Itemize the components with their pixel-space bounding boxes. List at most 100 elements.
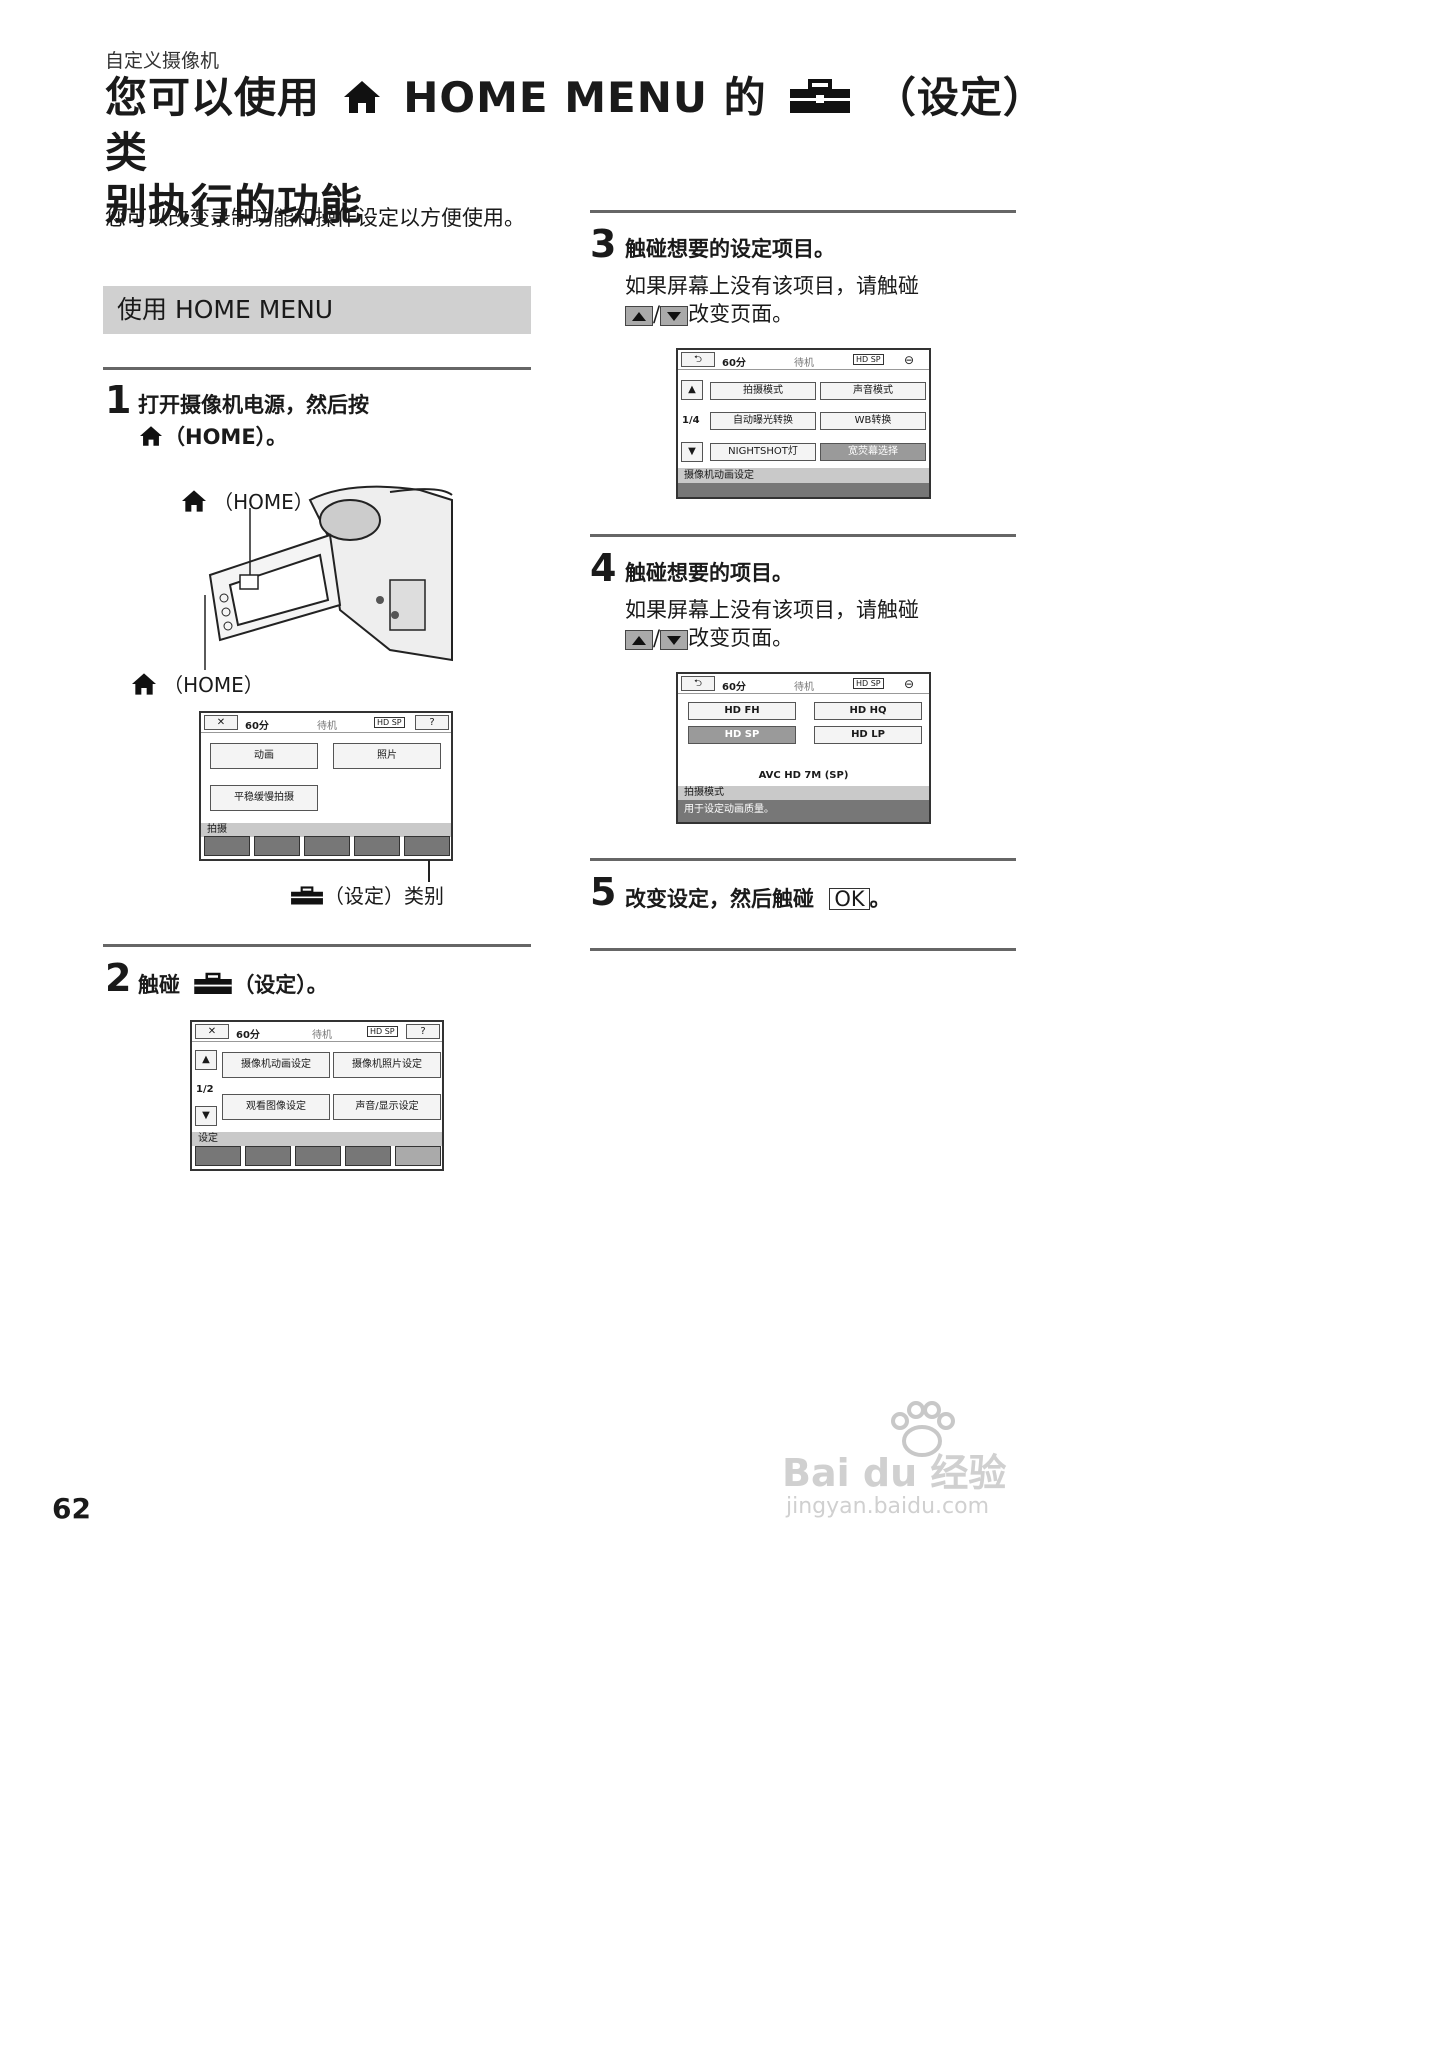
audio-mode-button[interactable]: 声音模式 [820, 382, 926, 400]
camera-movie-settings-button[interactable]: 摄像机动画设定 [222, 1052, 330, 1078]
step3-number: 3 [590, 222, 617, 266]
description-bar: 用于设定动画质量。 [678, 800, 929, 822]
tab-shoot[interactable] [204, 836, 250, 856]
step2-number: 2 [105, 956, 132, 1000]
step3-sub2: /改变页面。 [625, 300, 793, 328]
tab-manage[interactable] [345, 1146, 391, 1166]
step4-text: 触碰想要的项目。 [625, 561, 793, 585]
page-indicator: 1/4 [682, 415, 700, 426]
ae-shift-button[interactable]: 自动曝光转换 [710, 412, 816, 430]
page-up-button[interactable]: ▲ [681, 380, 703, 400]
smooth-slow-button[interactable]: 平稳缓慢拍摄 [210, 785, 318, 811]
category-bar: 拍摄模式 [678, 786, 929, 800]
watermark: Bai du 经验 jingyan.baidu.com [782, 1396, 1042, 1526]
wb-shift-button[interactable]: WB转换 [820, 412, 926, 430]
status-text: 待机 [794, 358, 814, 369]
page-number: 62 [52, 1492, 91, 1525]
title-part1: 您可以使用 [105, 73, 321, 122]
disc-icon: ⊖ [904, 353, 915, 367]
hd-sp-badge: HD SP [853, 354, 884, 365]
hd-fh-button[interactable]: HD FH [688, 702, 796, 720]
status-text: 待机 [317, 721, 337, 732]
step3-text: 触碰想要的设定项目。 [625, 237, 835, 261]
battery-indicator: 60分 [722, 358, 746, 369]
category-bar: 摄像机动画设定 [678, 468, 929, 483]
disc-icon: ⊖ [904, 677, 915, 691]
hd-sp-badge: HD SP [853, 678, 884, 689]
nightshot-light-button[interactable]: NIGHTSHOT灯 [710, 443, 816, 461]
step5-text: 改变设定，然后触碰 OK。 [625, 887, 891, 911]
step1-number: 1 [105, 378, 132, 422]
wide-select-button[interactable]: 宽荧幕选择 [820, 443, 926, 461]
tab-view[interactable] [245, 1146, 291, 1166]
back-button[interactable]: ⮌ [681, 352, 715, 367]
sound-display-settings-button[interactable]: 声音/显示设定 [333, 1094, 441, 1120]
toolbox-icon [194, 972, 233, 994]
tab-settings[interactable] [395, 1146, 441, 1166]
step2-text: 触碰 （设定）。 [138, 972, 328, 997]
lcd-rec-mode: ⮌ 60分 待机 HD SP ⊖ HD FH HD HQ HD SP HD LP… [676, 672, 931, 824]
camcorder-illustration [204, 485, 453, 670]
lcd-home-menu: ✕ 60分 待机 HD SP ? 动画 照片 平稳缓慢拍摄 拍摄 [199, 711, 453, 861]
hd-lp-button[interactable]: HD LP [814, 726, 922, 744]
down-arrow-icon [660, 629, 689, 650]
back-button[interactable]: ⮌ [681, 676, 715, 691]
step5-number: 5 [590, 870, 617, 914]
close-button[interactable]: ✕ [195, 1024, 229, 1039]
hd-sp-badge: HD SP [367, 1026, 398, 1037]
tab-shoot[interactable] [195, 1146, 241, 1166]
hd-hq-button[interactable]: HD HQ [814, 702, 922, 720]
home-icon [342, 75, 382, 127]
mode-readout: AVC HD 7M (SP) [758, 770, 849, 781]
status-text: 待机 [312, 1030, 332, 1041]
step4-sub1: 如果屏幕上没有该项目，请触碰 [625, 598, 919, 622]
up-arrow-icon [625, 305, 653, 326]
toolbox-icon [291, 886, 323, 905]
close-button[interactable]: ✕ [204, 715, 238, 730]
toolbox-icon [788, 75, 852, 127]
title-line2: 别执行的功能 [105, 179, 364, 229]
rec-mode-button[interactable]: 拍摄模式 [710, 382, 816, 400]
playback-settings-button[interactable]: 观看图像设定 [222, 1094, 330, 1120]
page-down-button[interactable]: ▼ [681, 442, 703, 462]
photo-button[interactable]: 照片 [333, 743, 441, 769]
tab-other[interactable] [295, 1146, 341, 1166]
tab-manage[interactable] [354, 836, 400, 856]
divider [590, 534, 1016, 537]
page-down-button[interactable]: ▼ [195, 1106, 217, 1126]
lcd-settings-menu: ✕ 60分 待机 HD SP ? ▲ 1/2 ▼ 摄像机动画设定 摄像机照片设定… [190, 1020, 444, 1171]
lcd-movie-settings: ⮌ 60分 待机 HD SP ⊖ ▲ 1/4 ▼ 拍摄模式 声音模式 自动曝光转… [676, 348, 931, 499]
page-title: 您可以使用 HOME MENU 的 （设定）类 别执行的功能 [105, 72, 1035, 231]
camera-photo-settings-button[interactable]: 摄像机照片设定 [333, 1052, 441, 1078]
status-text: 待机 [794, 682, 814, 693]
title-part2: HOME MENU 的 [403, 73, 767, 122]
tab-other[interactable] [304, 836, 350, 856]
category-bar: 拍摄 [201, 823, 451, 837]
paw-icon [891, 1401, 955, 1457]
movie-button[interactable]: 动画 [210, 743, 318, 769]
divider [103, 944, 531, 947]
step4-sub2: /改变页面。 [625, 624, 793, 652]
page-indicator: 1/2 [196, 1084, 214, 1095]
home-icon [182, 490, 206, 512]
category-label: （设定）类别 [290, 880, 444, 909]
hd-sp-button[interactable]: HD SP [688, 726, 796, 744]
intro-text: 您可以改变录制功能和操作设定以方便使用。 [105, 206, 525, 230]
home-icon [138, 425, 164, 449]
hd-sp-badge: HD SP [374, 717, 405, 728]
step1-text2: （HOME）。 [138, 422, 287, 452]
section-label: 自定义摄像机 [105, 50, 220, 72]
home-icon [132, 673, 156, 695]
battery-indicator: 60分 [722, 682, 746, 693]
tab-settings[interactable] [404, 836, 450, 856]
page-up-button[interactable]: ▲ [195, 1050, 217, 1070]
section-band: 使用 HOME MENU [103, 286, 531, 334]
home-label-bottom: （HOME） [130, 669, 264, 698]
help-button[interactable]: ? [415, 715, 449, 730]
leader-line [428, 860, 430, 882]
category-bar: 设定 [192, 1132, 442, 1146]
ok-button: OK [829, 888, 870, 910]
help-button[interactable]: ? [406, 1024, 440, 1039]
step4-number: 4 [590, 546, 617, 590]
tab-view[interactable] [254, 836, 300, 856]
